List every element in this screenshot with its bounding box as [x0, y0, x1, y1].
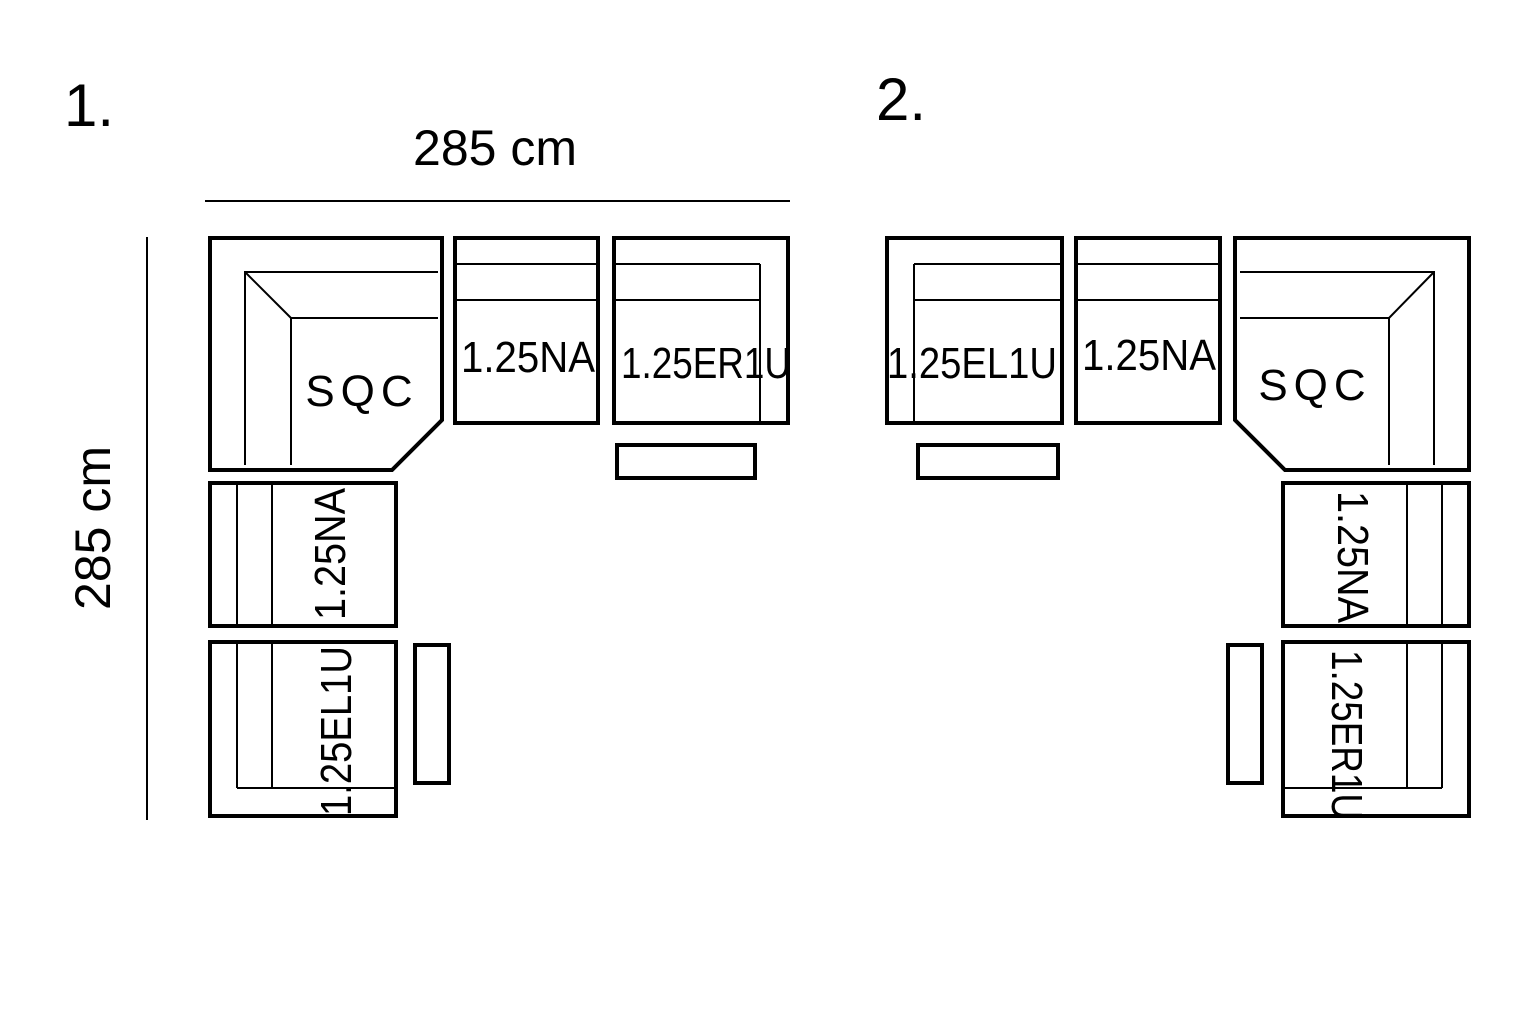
ottoman-table: [1226, 643, 1264, 785]
layout-2-number: 2.: [876, 66, 926, 133]
module-top-end: 1.25ER1U: [612, 236, 791, 425]
module-label: 1.25NA: [1328, 491, 1377, 624]
width-dimension-label: 285 cm: [413, 120, 577, 176]
module-sqc-corner: SQC: [1233, 236, 1471, 472]
module-label: 1.25NA: [461, 333, 596, 382]
module-label: SQC: [1258, 361, 1371, 410]
module-label: SQC: [305, 367, 418, 416]
module-top-middle: 1.25NA: [1074, 236, 1222, 425]
module-label: 1.25ER1U: [621, 339, 791, 388]
layout-2: 2. 1.25EL1U 1.25NA SQC: [876, 66, 1471, 820]
module-top-end: 1.25EL1U: [885, 236, 1064, 425]
ottoman-table: [413, 643, 451, 785]
module-label: 1.25EL1U: [312, 646, 361, 816]
module-label: 1.25NA: [306, 487, 355, 620]
depth-dimension-label: 285 cm: [65, 446, 121, 610]
ottoman-table: [916, 443, 1060, 480]
module-side-middle: 1.25NA: [208, 481, 398, 628]
module-label: 1.25NA: [1082, 331, 1217, 380]
module-side-middle: 1.25NA: [1281, 481, 1471, 628]
module-label: 1.25ER1U: [1322, 650, 1371, 820]
module-side-end: 1.25ER1U: [1281, 640, 1471, 820]
layout-1: 1. 285 cm 285 cm SQC 1.25NA 1.25: [64, 72, 791, 820]
ottoman-table: [615, 443, 757, 480]
module-sqc-corner: SQC: [208, 236, 444, 472]
module-label: 1.25EL1U: [887, 339, 1057, 388]
module-top-middle: 1.25NA: [453, 236, 600, 425]
layout-1-number: 1.: [64, 72, 114, 139]
module-side-end: 1.25EL1U: [208, 640, 398, 818]
